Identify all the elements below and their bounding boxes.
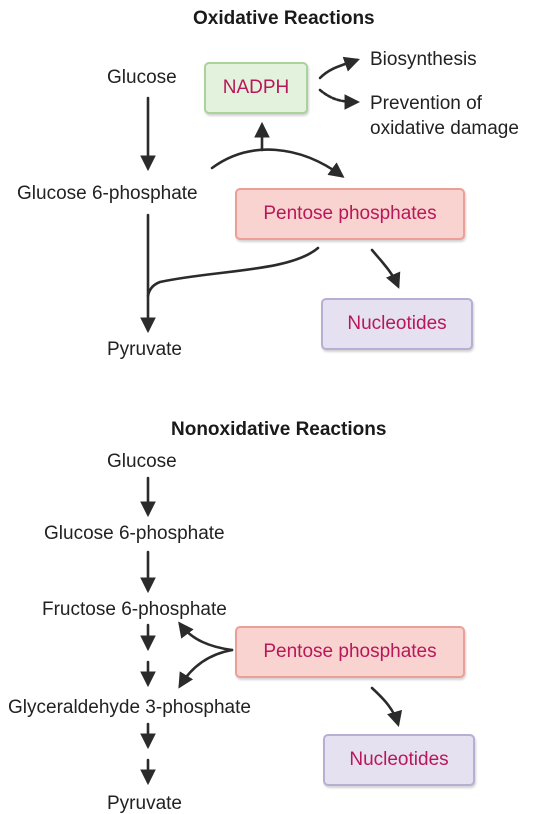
arrow-nox-pentose-to-nucleotides — [370, 686, 403, 727]
oxidative-title: Oxidative Reactions — [193, 8, 375, 29]
nox-g6p-label: Glucose 6-phosphate — [44, 523, 225, 544]
nonoxidative-title: Nonoxidative Reactions — [171, 419, 387, 440]
nox-ga3p-label: Glyceraldehyde 3-phosphate — [8, 697, 251, 718]
nox-pentose-box: Pentose phosphates — [235, 626, 465, 678]
nadph-label: NADPH — [222, 77, 290, 98]
ox-g6p-label: Glucose 6-phosphate — [17, 183, 198, 204]
ox-nucleotides-label: Nucleotides — [347, 313, 447, 334]
nox-nucleotides-label: Nucleotides — [349, 749, 449, 770]
prevention-label-line1: Prevention of — [370, 93, 482, 114]
arrow-g6p-to-pentose — [210, 148, 345, 178]
ox-pentose-box: Pentose phosphates — [235, 188, 465, 240]
arrow-pentose-to-nucleotides — [370, 248, 401, 289]
ox-glucose-label: Glucose — [107, 67, 177, 88]
arrow-pentose-to-ga3p — [178, 648, 234, 689]
nadph-box: NADPH — [204, 62, 308, 114]
prevention-label-line2: oxidative damage — [370, 118, 519, 139]
nox-nucleotides-box: Nucleotides — [323, 734, 475, 786]
nox-f6p-label: Fructose 6-phosphate — [42, 599, 227, 620]
ox-pentose-label: Pentose phosphates — [263, 203, 437, 224]
biosynthesis-label: Biosynthesis — [370, 49, 477, 70]
nox-pentose-label: Pentose phosphates — [263, 641, 437, 662]
ox-nucleotides-box: Nucleotides — [321, 298, 473, 350]
nox-glucose-label: Glucose — [107, 451, 177, 472]
arrow-pentose-back-to-glycolysis — [146, 246, 320, 298]
arrow-nadph-to-biosynthesis — [318, 56, 360, 80]
arrow-nadph-to-prevention — [318, 88, 361, 110]
ox-pyruvate-label: Pyruvate — [107, 339, 182, 360]
nox-pyruvate-label: Pyruvate — [107, 793, 182, 814]
arrow-pentose-to-f6p — [178, 621, 234, 652]
